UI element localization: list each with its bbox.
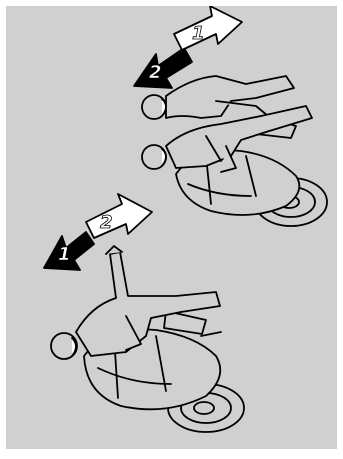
top-back-arrow-label: 2 bbox=[149, 62, 162, 83]
bottom-forward-arrow-icon: 2 bbox=[86, 194, 152, 238]
illustration-panel: 2 1 bbox=[6, 6, 337, 449]
bottom-scene: 1 2 bbox=[44, 194, 244, 432]
riding-posture-illustration: 2 1 bbox=[6, 6, 337, 449]
bottom-forward-arrow-label: 2 bbox=[100, 212, 113, 233]
top-forward-arrow-icon: 1 bbox=[174, 6, 242, 50]
bottom-back-arrow-label: 1 bbox=[58, 244, 71, 265]
top-scene: 2 1 bbox=[134, 6, 327, 226]
top-back-arrow-icon: 2 bbox=[134, 48, 192, 88]
top-riders bbox=[142, 76, 312, 172]
bottom-back-arrow-icon: 1 bbox=[44, 232, 94, 270]
top-forward-arrow-label: 1 bbox=[192, 23, 205, 44]
